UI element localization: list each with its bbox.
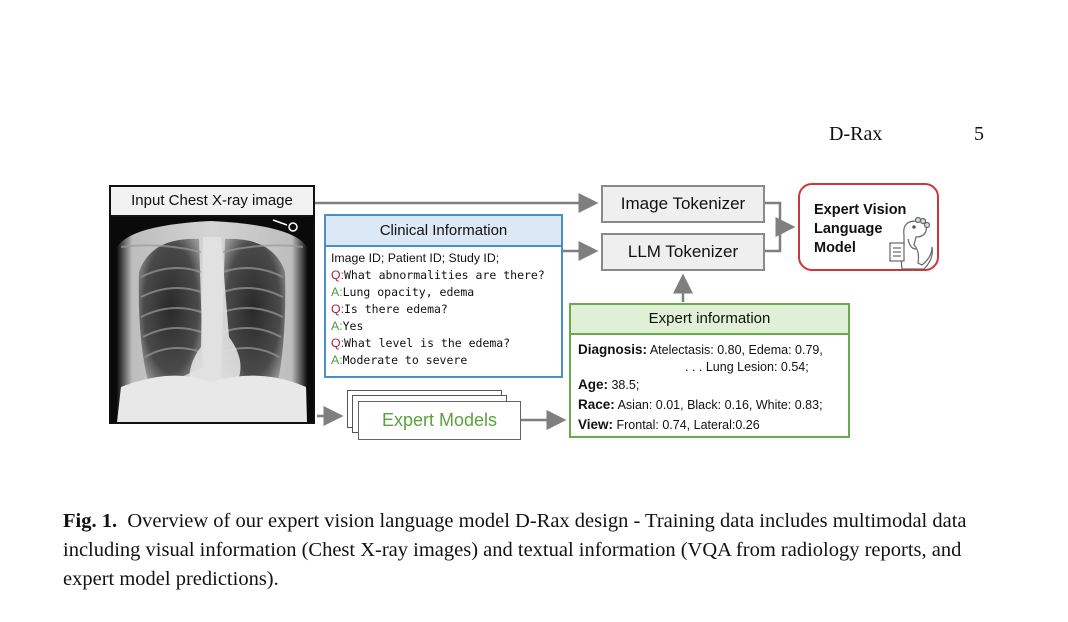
clinical-information-box: Clinical Information Image ID; Patient I…: [324, 214, 563, 378]
chest-xray-image: [111, 217, 313, 422]
qa-line: A:Moderate to severe: [331, 352, 556, 369]
caption-text: Overview of our expert vision language m…: [63, 510, 967, 590]
answer-text: Lung opacity, edema: [342, 285, 475, 299]
question-text: Is there edema?: [343, 302, 448, 316]
llm-tokenizer-box: LLM Tokenizer: [601, 233, 765, 271]
question-text: What level is the edema?: [343, 336, 511, 350]
expert-vlm-label: Expert Vision: [814, 202, 907, 218]
race-label: Race:: [578, 397, 615, 412]
answer-prefix: A:: [331, 353, 343, 367]
question-prefix: Q:: [331, 336, 344, 350]
expert-vlm-box: Expert Vision Language Model: [798, 183, 939, 271]
question-prefix: Q:: [331, 268, 344, 282]
answer-text: Moderate to severe: [342, 353, 468, 367]
age-label: Age:: [578, 377, 608, 392]
answer-prefix: A:: [331, 285, 343, 299]
expert-vlm-label: Model: [814, 240, 856, 256]
view-label: View:: [578, 417, 614, 432]
expert-information-box: Expert information Diagnosis: Atelectasi…: [569, 303, 850, 438]
qa-line: Q:What abnormalities are there?: [331, 267, 556, 284]
question-text: What abnormalities are there?: [343, 268, 545, 282]
running-head-title: D-Rax: [829, 123, 883, 145]
qa-line: Q:What level is the edema?: [331, 335, 556, 352]
diagnosis-value-continued: . . . Lung Lesion: 0.54;: [685, 360, 809, 374]
caption-label: Fig. 1.: [63, 510, 118, 532]
age-value: 38.5;: [611, 378, 640, 392]
dinosaur-doctor-icon: [889, 216, 933, 270]
image-tokenizer-box: Image Tokenizer: [601, 185, 765, 223]
qa-line: Q:Is there edema?: [331, 301, 556, 318]
clinical-information-title: Clinical Information: [326, 216, 561, 247]
figure-caption: Fig. 1. Overview of our expert vision la…: [63, 507, 993, 594]
connector-arrows: [315, 193, 796, 430]
answer-prefix: A:: [331, 319, 343, 333]
diagnosis-value: Atelectasis: 0.80, Edema: 0.79,: [649, 343, 823, 357]
qa-line: A:Lung opacity, edema: [331, 284, 556, 301]
xray-panel: Input Chest X-ray image: [109, 185, 315, 424]
expert-vlm-label: Language: [814, 221, 883, 237]
expert-models-box: Expert Models: [358, 401, 521, 440]
page-number: 5: [974, 123, 984, 145]
race-value: Asian: 0.01, Black: 0.16, White: 0.83;: [617, 398, 823, 412]
clinical-ids-line: Image ID; Patient ID; Study ID;: [331, 251, 500, 265]
xray-title: Input Chest X-ray image: [111, 187, 313, 217]
question-prefix: Q:: [331, 302, 344, 316]
expert-models-stack: Expert Models: [347, 390, 527, 442]
expert-models-label: Expert Models: [381, 410, 498, 430]
expert-information-title: Expert information: [571, 305, 848, 335]
qa-line: A:Yes: [331, 318, 556, 335]
view-value: Frontal: 0.74, Lateral:0.26: [616, 418, 760, 432]
answer-text: Yes: [342, 319, 364, 333]
diagnosis-label: Diagnosis:: [578, 342, 648, 357]
